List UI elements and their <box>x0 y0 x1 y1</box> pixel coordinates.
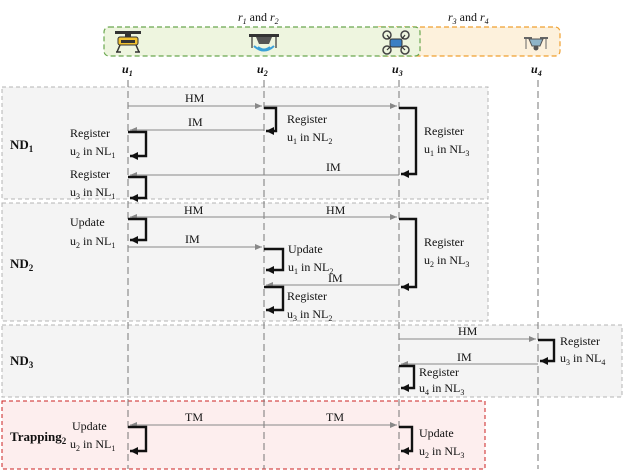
svg-text:Update: Update <box>70 215 105 229</box>
phase-label-trapping: Trapping2 <box>10 429 67 446</box>
svg-text:IM: IM <box>188 115 203 129</box>
node-label-u1: u1 <box>122 62 133 78</box>
process-bracket-u1-nd1-a <box>128 130 148 160</box>
svg-text:u1 in NL2: u1 in NL2 <box>287 130 332 146</box>
note-u4-register-u3: Register u3 in NL4 <box>560 334 605 367</box>
svg-text:u3 in NL2: u3 in NL2 <box>287 307 332 323</box>
svg-text:Register: Register <box>70 126 110 140</box>
svg-text:TM: TM <box>326 410 344 424</box>
phase-label-nd1: ND1 <box>10 137 34 154</box>
process-bracket-u1-nd1-b <box>128 175 148 202</box>
svg-text:u2 in NL3: u2 in NL3 <box>419 444 464 460</box>
svg-text:u3 in NL4: u3 in NL4 <box>560 351 605 367</box>
svg-text:Register: Register <box>287 289 327 303</box>
svg-text:Register: Register <box>419 365 459 379</box>
svg-text:Register: Register <box>287 112 327 126</box>
svg-text:IM: IM <box>185 232 200 246</box>
note-u1-register-u2: Register u2 in NL1 <box>70 126 115 160</box>
drone-quad-icon <box>382 30 410 55</box>
range-label-r3-r4: r3 and r4 <box>448 10 489 26</box>
svg-text:u2 in NL1: u2 in NL1 <box>70 144 115 160</box>
node-label-u2: u2 <box>257 62 268 78</box>
note-u3-update-u2-trap: Update u2 in NL3 <box>419 426 464 460</box>
svg-text:u4 in NL3: u4 in NL3 <box>419 381 464 397</box>
svg-text:u1 in NL3: u1 in NL3 <box>424 142 469 158</box>
svg-text:Update: Update <box>288 242 323 256</box>
message-hm-u2-to-u3: HM <box>264 203 397 220</box>
message-hm-u2-to-u1: HM <box>130 203 264 220</box>
svg-text:HM: HM <box>458 324 478 338</box>
svg-text:HM: HM <box>326 203 346 217</box>
process-bracket-u1-nd2 <box>128 217 148 244</box>
message-im-u4-to-u3: IM <box>401 350 538 367</box>
process-bracket-u3-trap <box>399 425 414 455</box>
svg-text:IM: IM <box>328 271 343 285</box>
process-bracket-u3-nd2 <box>399 217 418 291</box>
svg-text:u1 in NL2: u1 in NL2 <box>288 260 333 276</box>
message-im-u3-to-u2: IM <box>266 271 399 288</box>
note-u1-update-u2-trap: Update u2 in NL1 <box>70 419 115 453</box>
message-im-u3-to-u1: IM <box>130 160 399 178</box>
note-u2-register-u3: Register u3 in NL2 <box>287 289 332 323</box>
process-bracket-u1-trap <box>128 425 148 455</box>
svg-text:Register: Register <box>424 235 464 249</box>
drone-signal-icon <box>249 34 279 52</box>
svg-text:Register: Register <box>70 167 110 181</box>
phase-label-nd2: ND2 <box>10 256 34 273</box>
note-u1-register-u3: Register u3 in NL1 <box>70 167 115 201</box>
svg-text:Update: Update <box>72 419 107 433</box>
svg-text:HM: HM <box>184 203 204 217</box>
svg-text:HM: HM <box>185 91 205 105</box>
svg-text:TM: TM <box>185 410 203 424</box>
svg-text:u3 in NL1: u3 in NL1 <box>70 185 115 201</box>
svg-text:u2 in NL1: u2 in NL1 <box>70 234 115 250</box>
note-u3-register-u2: Register u2 in NL3 <box>424 235 469 269</box>
phase-label-nd3: ND3 <box>10 353 34 370</box>
phase-box-nd2 <box>1 202 489 322</box>
note-u3-register-u1: Register u1 in NL3 <box>424 124 469 158</box>
process-bracket-u4-nd3 <box>538 338 556 365</box>
message-im-u1-to-u2: IM <box>128 232 262 250</box>
note-u3-register-u4: Register u4 in NL3 <box>419 365 464 397</box>
message-hm-u1-broadcast: HM <box>128 91 397 109</box>
svg-text:Register: Register <box>424 124 464 138</box>
svg-text:Register: Register <box>560 334 600 348</box>
process-bracket-u2-nd2-b <box>264 285 285 314</box>
process-bracket-u3-nd3 <box>399 364 416 392</box>
phase-box-nd3 <box>1 324 623 398</box>
process-bracket-u2-nd1 <box>264 106 278 135</box>
drone-small-icon <box>524 37 548 51</box>
svg-text:IM: IM <box>326 160 341 174</box>
node-label-u4: u4 <box>531 62 542 78</box>
note-u1-update-u2: Update u2 in NL1 <box>70 215 115 250</box>
range-label-r1-r2: r1 and r2 <box>238 10 279 26</box>
message-im-u2-to-u1: IM <box>130 115 264 133</box>
process-bracket-u2-nd2-a <box>264 247 285 274</box>
drone-yellow-icon <box>115 31 141 53</box>
node-label-u3: u3 <box>392 62 403 78</box>
note-u2-register-u1: Register u1 in NL2 <box>287 112 332 146</box>
process-bracket-u3-nd1 <box>399 106 418 178</box>
message-tm-u2-to-u3: TM <box>264 410 397 428</box>
svg-text:IM: IM <box>457 350 472 364</box>
message-tm-u2-to-u1: TM <box>130 410 264 428</box>
message-hm-u3-to-u4: HM <box>399 324 536 342</box>
svg-text:u2 in NL1: u2 in NL1 <box>70 437 115 453</box>
svg-text:u2 in NL3: u2 in NL3 <box>424 253 469 269</box>
svg-text:Update: Update <box>419 426 454 440</box>
phase-box-trapping <box>1 400 486 470</box>
note-u2-update-u1: Update u1 in NL2 <box>288 242 333 276</box>
